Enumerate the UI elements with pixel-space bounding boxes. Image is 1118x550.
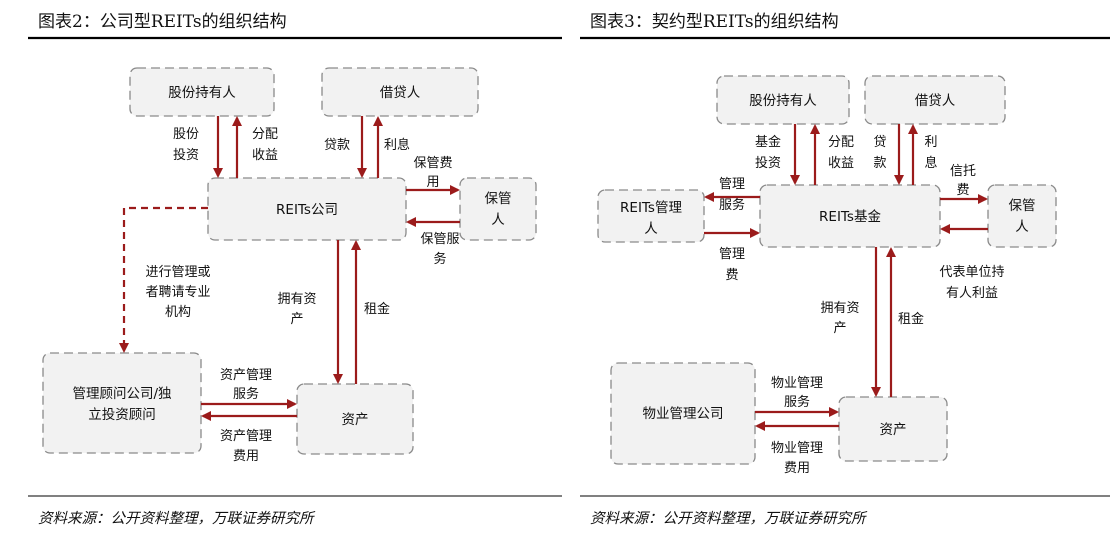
left-company-box: REITs公司 xyxy=(207,177,407,241)
left-label-own-assets-2: 产 xyxy=(290,312,303,327)
right-label-represent-2: 有人利益 xyxy=(946,286,998,301)
right-assets-label: 资产 xyxy=(880,422,907,438)
right-label-own-assets-1: 拥有资 xyxy=(820,301,859,316)
left-label-mgmt-hire-3: 机构 xyxy=(165,305,191,320)
right-label-trust-fee-2: 费 xyxy=(956,183,969,198)
left-shareholders-box: 股份持有人 xyxy=(129,67,275,117)
right-label-loan-1: 贷 xyxy=(873,135,886,150)
right-label-mgmt-service-2: 服务 xyxy=(719,197,745,213)
right-label-own-assets-2: 产 xyxy=(833,321,846,336)
left-label-mgmt-hire-2: 者聘请专业 xyxy=(145,285,210,300)
right-label-property-service-2: 服务 xyxy=(784,394,810,410)
left-assets-box: 资产 xyxy=(296,383,414,455)
left-label-loan: 贷款 xyxy=(324,138,350,153)
right-manager-label-1: REITs管理 xyxy=(620,200,682,216)
left-lender-label: 借贷人 xyxy=(380,85,421,101)
left-custodian-label-2: 人 xyxy=(491,212,505,228)
left-label-custody-fee-2: 用 xyxy=(426,175,439,190)
left-label-distribution-1: 分配 xyxy=(252,127,278,142)
right-property-co-box: 物业管理公司 xyxy=(610,362,756,465)
left-label-custody-fee-1: 保管费 xyxy=(413,156,452,171)
right-figure-title: 图表3：契约型REITs的组织结构 xyxy=(590,12,839,32)
right-lender-box: 借贷人 xyxy=(864,75,1006,125)
right-label-property-fee-1: 物业管理 xyxy=(771,441,823,456)
right-label-mgmt-service-1: 管理 xyxy=(719,177,745,192)
right-custodian-label-2: 人 xyxy=(1015,219,1029,235)
right-shareholders-box: 股份持有人 xyxy=(716,75,850,125)
left-arrow-mgmt-hire xyxy=(119,206,208,353)
left-advisor-label-1: 管理顾问公司/独 xyxy=(72,386,172,402)
left-label-custody-service-2: 务 xyxy=(433,251,446,267)
left-label-asset-mgmt-fee-2: 费用 xyxy=(233,449,259,464)
right-fund-box: REITs基金 xyxy=(759,184,941,248)
right-label-mgmt-fee-1: 管理 xyxy=(719,247,745,262)
left-label-mgmt-hire-1: 进行管理或 xyxy=(145,265,210,280)
left-shareholders-label: 股份持有人 xyxy=(168,85,236,101)
left-custodian-label-1: 保管 xyxy=(485,191,512,207)
left-label-own-assets-1: 拥有资 xyxy=(277,292,316,307)
right-label-interest-1: 利 xyxy=(924,135,937,150)
right-shareholders-label: 股份持有人 xyxy=(749,93,817,109)
left-label-asset-mgmt-service-1: 资产管理 xyxy=(220,368,272,383)
left-label-distribution-2: 收益 xyxy=(252,148,278,163)
left-custodian-box: 保管 人 xyxy=(459,177,537,241)
right-source-note: 资料来源：公开资料整理，万联证券研究所 xyxy=(590,510,868,527)
left-figure-title: 图表2：公司型REITs的组织结构 xyxy=(38,12,287,32)
right-label-represent-1: 代表单位持 xyxy=(939,265,1004,280)
left-source-note: 资料来源：公开资料整理，万联证券研究所 xyxy=(38,510,316,527)
right-custodian-label-1: 保管 xyxy=(1009,198,1036,214)
left-label-asset-mgmt-fee-1: 资产管理 xyxy=(220,429,272,444)
right-fund-label: REITs基金 xyxy=(819,208,881,225)
right-label-mgmt-fee-2: 费 xyxy=(725,268,738,283)
right-figure: 图表3：契约型REITs的组织结构 股份持有人 借贷人 REITs管理 人 RE… xyxy=(580,12,1110,527)
right-label-distribution-1: 分配 xyxy=(828,135,854,150)
right-label-fund-invest-1: 基金 xyxy=(755,134,781,150)
right-label-property-service-1: 物业管理 xyxy=(771,376,823,391)
right-label-rent: 租金 xyxy=(898,311,924,327)
left-assets-label: 资产 xyxy=(342,412,369,428)
right-custodian-box: 保管 人 xyxy=(987,184,1057,248)
left-label-equity-invest-2: 投资 xyxy=(173,147,199,163)
left-label-asset-mgmt-service-2: 服务 xyxy=(233,386,259,402)
left-label-equity-invest-1: 股份 xyxy=(173,127,199,142)
right-assets-box: 资产 xyxy=(838,396,948,462)
right-manager-label-2: 人 xyxy=(644,221,658,237)
right-manager-box: REITs管理 人 xyxy=(597,189,705,243)
left-label-interest: 利息 xyxy=(384,137,410,153)
left-label-rent: 租金 xyxy=(364,301,390,317)
right-lender-label: 借贷人 xyxy=(915,93,956,109)
left-lender-box: 借贷人 xyxy=(321,67,479,117)
left-figure: 图表2：公司型REITs的组织结构 股份持有人 借贷人 REITs公司 保管 人… xyxy=(28,12,562,527)
right-label-fund-invest-2: 投资 xyxy=(755,155,781,171)
left-advisor-box: 管理顾问公司/独 立投资顾问 xyxy=(42,352,202,454)
right-label-trust-fee-1: 信托 xyxy=(950,164,976,179)
right-label-interest-2: 息 xyxy=(924,155,937,171)
left-advisor-label-2: 立投资顾问 xyxy=(88,407,156,423)
left-label-custody-service-1: 保管服 xyxy=(420,232,459,247)
right-label-distribution-2: 收益 xyxy=(828,156,854,171)
right-label-property-fee-2: 费用 xyxy=(784,461,810,476)
left-company-label: REITs公司 xyxy=(276,202,338,218)
right-property-co-label: 物业管理公司 xyxy=(643,406,724,422)
right-label-loan-2: 款 xyxy=(873,156,886,171)
